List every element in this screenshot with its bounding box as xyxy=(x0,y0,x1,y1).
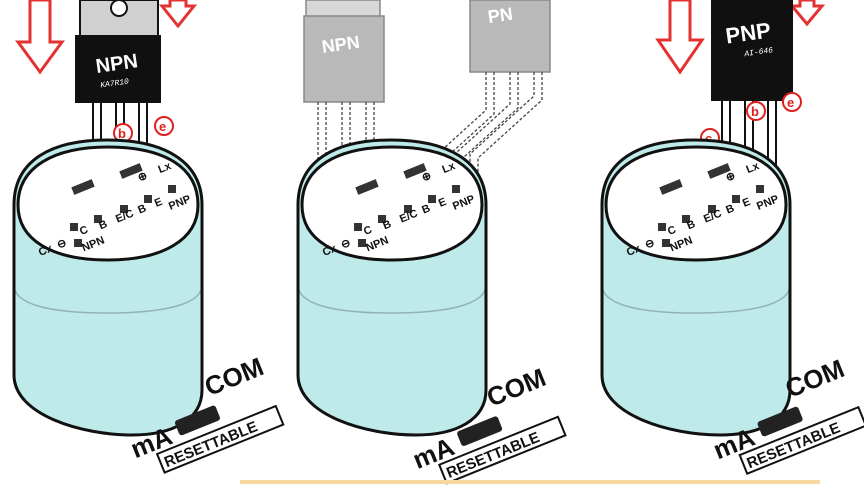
down-arrow-icon-right xyxy=(788,0,826,27)
chip-code: AI-646 xyxy=(743,46,774,59)
b2-label: B xyxy=(136,202,148,216)
pin-label-b: b xyxy=(746,101,766,121)
b-label: B xyxy=(685,218,697,232)
lx-label: Lx xyxy=(745,160,762,176)
fuse-icon xyxy=(757,406,803,437)
ghost-chip-label-2: PN xyxy=(487,4,515,27)
cx-label: Cx xyxy=(37,242,55,259)
chip-code: KA7R10 xyxy=(100,77,130,90)
svg-text:b: b xyxy=(751,104,759,119)
svg-text:e: e xyxy=(787,95,794,110)
down-arrow-icon xyxy=(15,0,65,75)
cx-label: Cx xyxy=(321,242,339,259)
c-label: C xyxy=(666,224,678,238)
down-arrow-icon-right xyxy=(158,0,198,29)
ghost-chip-npn: NPN xyxy=(303,0,385,103)
cx-label: Cx xyxy=(625,242,643,259)
minus-icon: ⊖ xyxy=(55,237,68,252)
b2-label: B xyxy=(420,202,432,216)
plus-icon: ⊕ xyxy=(420,170,433,185)
svg-text:c: c xyxy=(705,131,712,146)
svg-text:b: b xyxy=(118,126,126,141)
fuse-icon xyxy=(457,416,503,446)
svg-text:e: e xyxy=(159,119,166,134)
c-label: C xyxy=(78,224,90,238)
e-label: E xyxy=(437,196,448,210)
chip-label: PNP xyxy=(724,17,772,48)
pin-label-e: e xyxy=(154,116,174,136)
npn-chip: NPN KA7R10 xyxy=(75,0,161,103)
panel-3: PNP AI-646 c b e Cx ⊖ NPN C B xyxy=(600,0,864,475)
minus-icon: ⊖ xyxy=(643,237,656,252)
b-label: B xyxy=(97,218,109,232)
b2-label: B xyxy=(724,202,736,216)
c-label: C xyxy=(362,224,374,238)
down-arrow-icon xyxy=(655,0,705,75)
pnp-chip: PNP AI-646 xyxy=(711,0,793,101)
minus-icon: ⊖ xyxy=(339,237,352,252)
plus-icon: ⊕ xyxy=(724,170,737,185)
com-label: COM xyxy=(482,362,549,413)
panel-2: NPN PN Cx ⊖ NPN C xyxy=(296,0,567,485)
lx-label: Lx xyxy=(157,160,174,176)
com-label: COM xyxy=(200,351,267,402)
b-label: B xyxy=(381,218,393,232)
panel-1: NPN KA7R10 c b e Cx ⊖ NPN xyxy=(12,0,285,474)
fuse-icon xyxy=(174,405,220,436)
plus-icon: ⊕ xyxy=(136,170,149,185)
e-label: E xyxy=(741,196,752,210)
lx-label: Lx xyxy=(441,160,458,176)
ghost-chip-pnp: PN xyxy=(469,0,551,73)
pin-label-e: e xyxy=(782,92,802,112)
meter-socket-2: Cx ⊖ NPN C B E/C B E PNP ⊕ Lx xyxy=(296,138,488,437)
e-label: E xyxy=(153,196,164,210)
footer-bar xyxy=(240,480,820,484)
meter-socket-3: Cx ⊖ NPN C B E/C B E PNP ⊕ Lx xyxy=(600,138,792,437)
meter-socket: Cx ⊖ NPN C B E/C B E PNP ⊕ Lx xyxy=(12,138,204,437)
